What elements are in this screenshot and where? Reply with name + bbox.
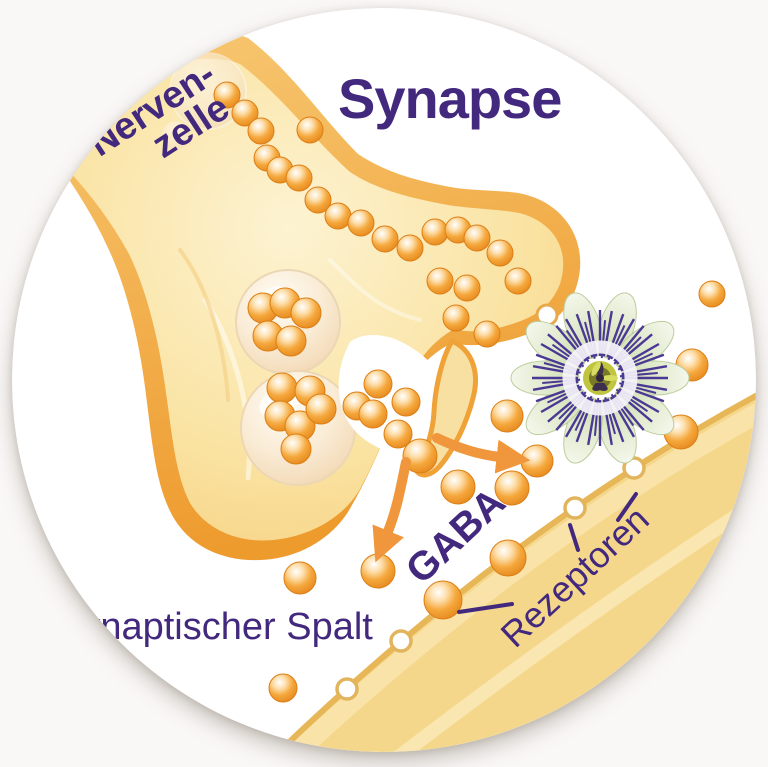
- gaba-sphere-on-receptor: [423, 580, 463, 620]
- gaba-sphere: [473, 320, 501, 348]
- gaba-sphere: [268, 673, 298, 703]
- cytoplasm-streak: [178, 248, 230, 402]
- page-title: Synapse: [338, 67, 562, 130]
- gaba-sphere: [280, 433, 312, 465]
- receptor-notch: [622, 456, 646, 480]
- gaba-sphere: [347, 209, 375, 237]
- gaba-sphere: [402, 438, 438, 474]
- gaba-sphere: [296, 116, 324, 144]
- gaba-sphere: [440, 469, 476, 505]
- gaba-sphere: [290, 297, 322, 329]
- gaba-sphere: [247, 117, 275, 145]
- gaba-sphere: [504, 267, 532, 295]
- arrow-right-icon: [432, 433, 531, 474]
- receptor-notch: [389, 629, 413, 653]
- receptor-pointer-lines: [457, 492, 638, 614]
- gaba-sphere: [486, 239, 514, 267]
- flower-corona-white-band: [562, 340, 638, 416]
- receptor-notch: [563, 496, 587, 520]
- gaba-sphere-on-receptor: [489, 539, 527, 577]
- cell-bubble: [169, 52, 247, 130]
- synaptic-vesicles: [235, 269, 356, 486]
- release-arrows: [372, 433, 531, 563]
- gaba-sphere: [396, 234, 424, 262]
- vesicle-sphere-chain: [213, 81, 532, 348]
- gaba-sphere: [305, 393, 337, 425]
- gaba-sphere: [391, 387, 421, 417]
- gaba-sphere: [442, 304, 470, 332]
- passionflower-image: [510, 292, 690, 464]
- gaba-sphere: [698, 280, 726, 308]
- gaba-sphere: [383, 419, 413, 449]
- gaba-sphere: [304, 186, 332, 214]
- arrow-down-icon: [372, 457, 411, 563]
- gaba-sphere: [283, 561, 317, 595]
- gaba-sphere: [453, 274, 481, 302]
- gaba-sphere: [426, 267, 454, 295]
- vesicle: [235, 269, 341, 375]
- synapse-illustration: [12, 8, 756, 752]
- gaba-sphere: [520, 444, 554, 478]
- gaba-sphere: [421, 218, 449, 246]
- nerve-cell: [46, 31, 581, 561]
- gaba-sphere: [463, 224, 491, 252]
- pointer-line: [457, 602, 514, 614]
- membrane-hook: [413, 338, 478, 478]
- gaba-sphere: [231, 99, 259, 127]
- gaba-sphere: [490, 399, 524, 433]
- gaba-sphere: [363, 369, 393, 399]
- circular-badge: Synapse Nerven- zelle GABA Synaptischer …: [12, 8, 756, 752]
- receptor-notch: [335, 677, 359, 701]
- pointer-line: [616, 492, 638, 522]
- cytoplasm-streak: [328, 258, 422, 322]
- synaptic-cleft-label: Synaptischer Spalt: [56, 606, 373, 648]
- gaba-sphere: [285, 164, 313, 192]
- gaba-sphere: [266, 372, 298, 404]
- flower-center: [583, 361, 618, 395]
- pointer-line: [568, 523, 580, 552]
- gaba-sphere: [324, 202, 352, 230]
- gaba-sphere: [213, 81, 241, 109]
- gaba-sphere: [275, 325, 307, 357]
- cell-bubble: [162, 121, 190, 149]
- gaba-sphere: [358, 399, 388, 429]
- gaba-sphere: [371, 225, 399, 253]
